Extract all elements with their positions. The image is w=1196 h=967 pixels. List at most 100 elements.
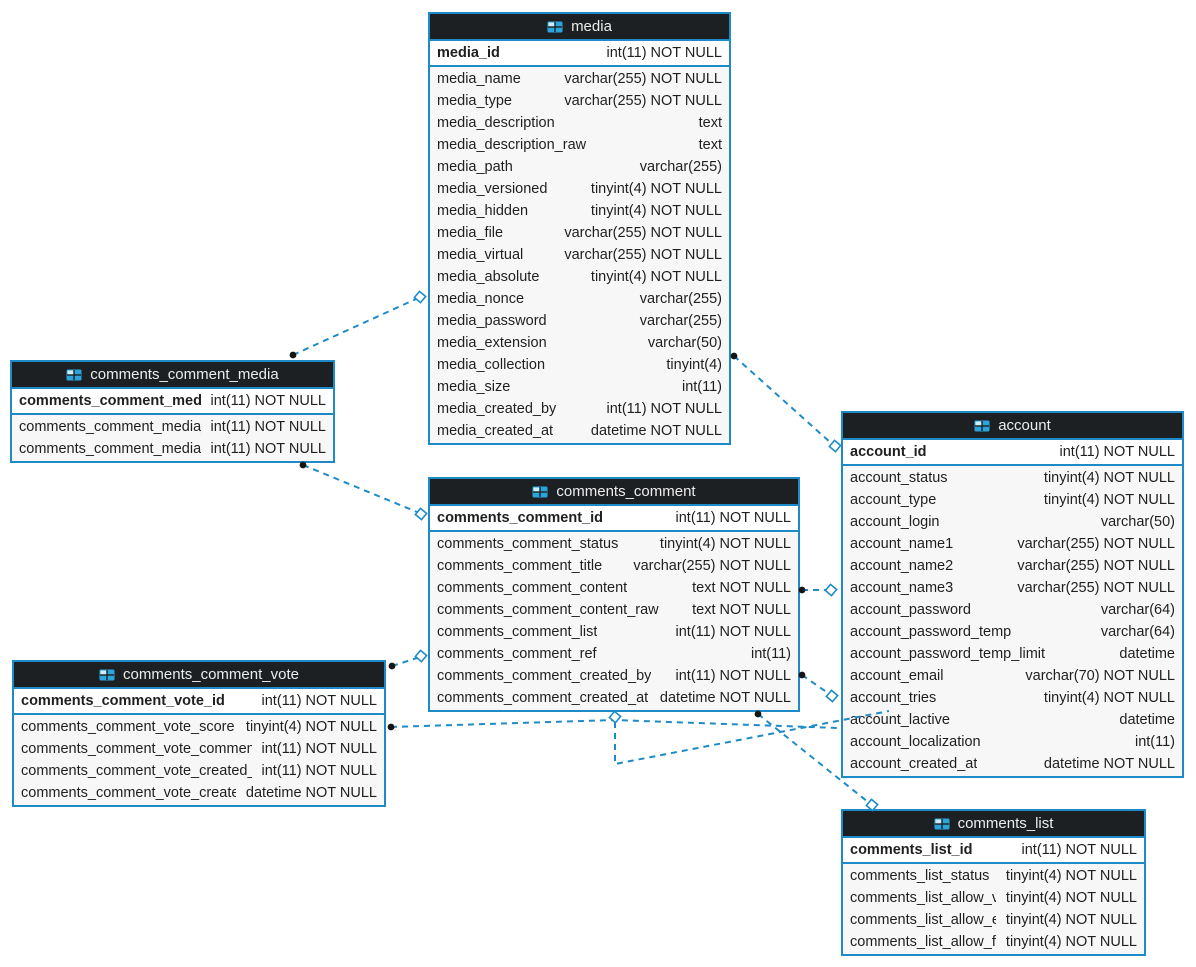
table-header-comments_comment_media[interactable]: comments_comment_media bbox=[12, 362, 333, 389]
table-title: comments_list bbox=[957, 815, 1054, 832]
table-columns: comments_comment_media_src int(11) NOT NU… bbox=[12, 415, 333, 461]
table-header-media[interactable]: media bbox=[430, 14, 729, 41]
column-type: varchar(50) bbox=[1100, 514, 1175, 530]
column-type: varchar(70) NOT NULL bbox=[1025, 668, 1175, 684]
table-icon bbox=[99, 669, 115, 680]
column-name: media_path bbox=[437, 159, 513, 175]
column-name: account_name2 bbox=[850, 558, 954, 574]
column-name: comments_comment_content bbox=[437, 580, 628, 596]
column-type: tinyint(4) NOT NULL bbox=[1005, 912, 1137, 928]
column-type: tinyint(4) NOT NULL bbox=[590, 181, 722, 197]
column-name: comments_comment_media_src bbox=[19, 419, 201, 435]
column-type: int(11) NOT NULL bbox=[675, 624, 792, 640]
column-row: comments_list_allow_votingtinyint(4) NOT… bbox=[843, 887, 1144, 909]
primary-key-row: comments_comment_id int(11) NOT NULL bbox=[430, 506, 798, 532]
column-row: comments_list_allow_filestinyint(4) NOT … bbox=[843, 931, 1144, 953]
column-name: comments_comment_vote_comment bbox=[21, 741, 252, 757]
column-name: comments_list_allow_edit bbox=[850, 912, 996, 928]
connector-diamond-endpoint bbox=[828, 439, 842, 453]
table-title: account bbox=[998, 417, 1051, 434]
table-header-account[interactable]: account bbox=[843, 413, 1182, 440]
column-name: account_lactive bbox=[850, 712, 950, 728]
column-name: media_file bbox=[437, 225, 504, 241]
column-type: datetime NOT NULL bbox=[590, 423, 722, 439]
column-type: int(11) NOT NULL bbox=[1021, 842, 1138, 858]
table-comments_comment[interactable]: comments_comment comments_comment_id int(1… bbox=[428, 477, 800, 712]
column-name: comments_comment_vote_score bbox=[21, 719, 235, 735]
column-name: media_extension bbox=[437, 335, 547, 351]
column-type: int(11) NOT NULL bbox=[261, 693, 378, 709]
relationship-connector-comments_comment-to-account[interactable] bbox=[614, 710, 890, 766]
connector-diamond-endpoint bbox=[413, 290, 427, 304]
table-header-comments_comment_vote[interactable]: comments_comment_vote bbox=[14, 662, 384, 689]
relationship-connector-comments_comment_media-to-media[interactable] bbox=[292, 298, 417, 356]
relationship-connector-media-to-account[interactable] bbox=[733, 355, 832, 444]
column-row: account_login varchar(50) bbox=[843, 511, 1182, 533]
column-type: int(11) NOT NULL bbox=[675, 668, 792, 684]
column-name: comments_comment_id bbox=[437, 510, 603, 526]
relationship-connector-comments_comment-to-comments_list[interactable] bbox=[757, 713, 869, 803]
column-row: comments_comment_media_dstint(11) NOT NU… bbox=[12, 438, 333, 460]
column-name: media_created_at bbox=[437, 423, 554, 439]
column-type: varchar(255) NOT NULL bbox=[564, 71, 722, 87]
column-type: varchar(255) NOT NULL bbox=[564, 225, 722, 241]
column-type: int(11) NOT NULL bbox=[675, 510, 792, 526]
column-type: text bbox=[698, 115, 722, 131]
column-type: tinyint(4) NOT NULL bbox=[1005, 934, 1137, 950]
table-title: comments_comment bbox=[556, 483, 696, 500]
column-row: comments_comment_vote_created_atdatetime… bbox=[14, 782, 384, 804]
relationship-connector-comments_comment_vote-to-comments_comment[interactable] bbox=[391, 657, 418, 667]
column-type: tinyint(4) NOT NULL bbox=[590, 203, 722, 219]
column-type: datetime NOT NULL bbox=[1043, 756, 1175, 772]
column-type: datetime NOT NULL bbox=[659, 690, 791, 706]
table-icon bbox=[547, 21, 563, 32]
column-type: varchar(255) bbox=[639, 313, 722, 329]
relationship-connector-comments_comment-to-account[interactable] bbox=[801, 674, 829, 694]
column-row: media_created_at datetime NOT NULL bbox=[430, 420, 729, 442]
column-row: comments_comment_vote_comment int(11) NOT… bbox=[14, 738, 384, 760]
table-icon bbox=[532, 486, 548, 497]
column-type: varchar(255) bbox=[639, 159, 722, 175]
column-type: varchar(64) bbox=[1100, 624, 1175, 640]
table-comments_comment_media[interactable]: comments_comment_media comments_comment_m… bbox=[10, 360, 335, 463]
column-type: int(11) NOT NULL bbox=[1059, 444, 1176, 460]
table-header-comments_comment[interactable]: comments_comment bbox=[430, 479, 798, 506]
column-type: text NOT NULL bbox=[692, 602, 791, 618]
column-name: account_login bbox=[850, 514, 940, 530]
column-name: account_password_temp_limit bbox=[850, 646, 1046, 662]
relationship-connector-comments_comment_media-to-comments_comment[interactable] bbox=[302, 464, 418, 513]
table-comments_list[interactable]: comments_list comments_list_id int(11) NOT… bbox=[841, 809, 1146, 956]
column-type: tinyint(4) NOT NULL bbox=[659, 536, 791, 552]
column-name: account_email bbox=[850, 668, 944, 684]
column-type: varchar(255) NOT NULL bbox=[1017, 558, 1175, 574]
table-header-comments_list[interactable]: comments_list bbox=[843, 811, 1144, 838]
column-name: comments_list_id bbox=[850, 842, 973, 858]
column-type: tinyint(4) NOT NULL bbox=[1005, 890, 1137, 906]
column-name: comments_list_status bbox=[850, 868, 990, 884]
column-name: media_versioned bbox=[437, 181, 548, 197]
column-row: comments_comment_vote_score tinyint(4) NO… bbox=[14, 716, 384, 738]
column-type: int(11) NOT NULL bbox=[210, 441, 327, 457]
column-name: comments_comment_media_id bbox=[19, 393, 201, 409]
column-type: int(11) NOT NULL bbox=[210, 393, 327, 409]
primary-key-row: comments_list_id int(11) NOT NULL bbox=[843, 838, 1144, 864]
column-type: int(11) NOT NULL bbox=[261, 741, 378, 757]
column-type: tinyint(4) bbox=[666, 357, 722, 373]
column-type: tinyint(4) NOT NULL bbox=[245, 719, 377, 735]
column-type: datetime bbox=[1119, 712, 1175, 728]
column-name: media_id bbox=[437, 45, 500, 61]
